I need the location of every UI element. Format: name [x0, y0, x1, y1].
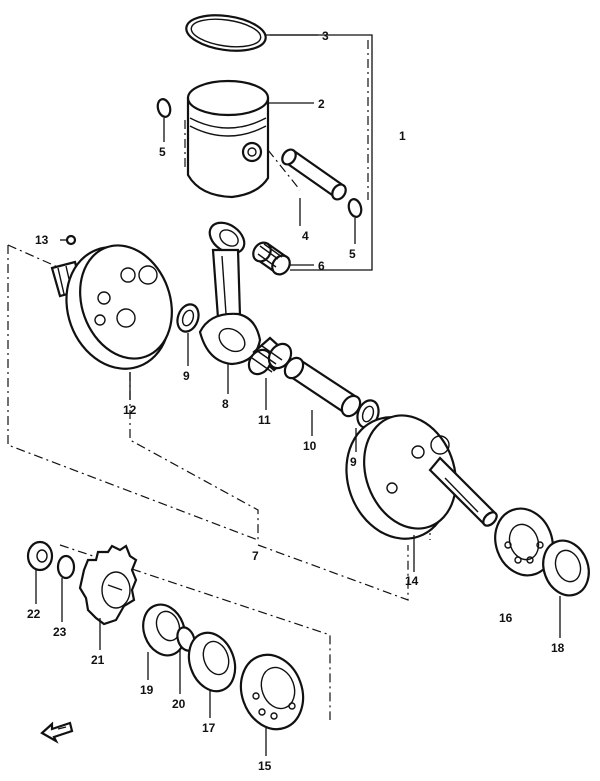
label-part-8: 8	[222, 397, 229, 411]
connecting-rod	[198, 221, 262, 366]
crankshaft-bearing-left	[239, 653, 305, 731]
label-part-9-right: 9	[350, 455, 357, 469]
piston-pin-circlip-lower	[347, 198, 363, 218]
piston	[186, 79, 270, 199]
small-end-bearing	[252, 241, 291, 276]
label-part-5-upper: 5	[159, 145, 166, 159]
oil-seal-left	[142, 603, 186, 657]
part-labels: 3 2 1 5 4 5 6 13 9 8 12 11 10 9 7 14 16 …	[27, 29, 565, 773]
woodruff-key	[65, 234, 77, 246]
primary-drive-gear	[78, 544, 138, 626]
label-part-11: 11	[258, 413, 271, 427]
label-part-3: 3	[322, 29, 329, 43]
label-part-13: 13	[35, 233, 49, 247]
label-part-17: 17	[202, 721, 216, 735]
label-part-20: 20	[172, 697, 186, 711]
label-part-14: 14	[405, 574, 419, 588]
label-part-4: 4	[302, 229, 309, 243]
crankshaft-bearing-left-inner	[187, 631, 237, 693]
piston-ring	[185, 14, 267, 52]
crankshaft-left-half	[50, 244, 173, 370]
leader-lines	[35, 34, 561, 756]
label-part-18: 18	[551, 641, 565, 655]
piston-pin	[281, 148, 347, 201]
label-part-9-left: 9	[183, 369, 190, 383]
piston-kit-bracket	[270, 34, 373, 271]
label-part-1: 1	[399, 129, 406, 143]
label-part-21: 21	[91, 653, 105, 667]
assembly-guide-lines	[7, 40, 431, 720]
lock-washer	[56, 554, 76, 580]
label-part-12: 12	[123, 403, 137, 417]
crankshaft-bearing-right	[494, 507, 554, 577]
label-part-15: 15	[258, 759, 272, 773]
nut	[26, 540, 54, 572]
crankshaft-right-half	[345, 414, 498, 540]
label-part-10: 10	[303, 439, 317, 453]
label-part-6: 6	[318, 259, 325, 273]
piston-pin-circlip-upper	[156, 98, 172, 118]
label-part-5-lower: 5	[349, 247, 356, 261]
label-part-2: 2	[318, 97, 325, 111]
front-direction-arrow-icon	[40, 721, 74, 744]
label-part-22: 22	[27, 607, 41, 621]
label-part-7: 7	[252, 549, 259, 563]
label-part-16: 16	[499, 611, 513, 625]
big-end-bearing	[247, 336, 293, 376]
crank-pin	[283, 356, 362, 418]
oil-seal-right	[542, 539, 590, 597]
label-part-23: 23	[53, 625, 67, 639]
label-part-19: 19	[140, 683, 154, 697]
thrust-washer-left	[176, 303, 200, 333]
